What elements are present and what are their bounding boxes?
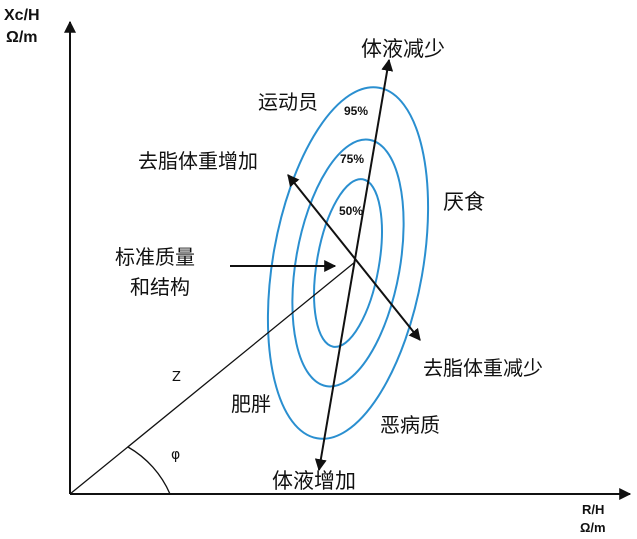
label-fluid-loss: 体液减少 [361,37,445,61]
label-obese: 肥胖 [231,392,271,416]
label-cachexia: 恶病质 [380,413,440,437]
label-athlete: 运动员 [258,90,318,114]
percent-label-50: 50% [339,204,363,218]
label-lean-mass-loss: 去脂体重减少 [423,356,543,380]
ellipse-50 [313,178,383,348]
y-axis-label-top: Xc/H [4,7,40,24]
label-anorexia: 厌食 [443,190,485,214]
x-axis-label-top: R/H [582,502,604,517]
label-fluid-gain: 体液增加 [272,469,356,493]
phase-angle-arc [127,446,171,495]
label-standard-line2: 和结构 [130,275,190,299]
x-axis-label-unit: Ω/m [580,520,606,535]
y-axis-label-unit: Ω/m [6,29,38,46]
lean-mass-axis-arrow [287,174,421,341]
label-vector-z: Z [172,370,181,385]
tolerance-ellipses [266,86,430,440]
label-standard-line1: 标准质量 [115,245,195,269]
ellipse-95 [266,86,430,440]
label-phase-angle: φ [171,447,180,463]
percent-label-75: 75% [340,152,364,166]
percent-label-95: 95% [344,104,368,118]
label-lean-mass-gain: 去脂体重增加 [138,149,258,173]
